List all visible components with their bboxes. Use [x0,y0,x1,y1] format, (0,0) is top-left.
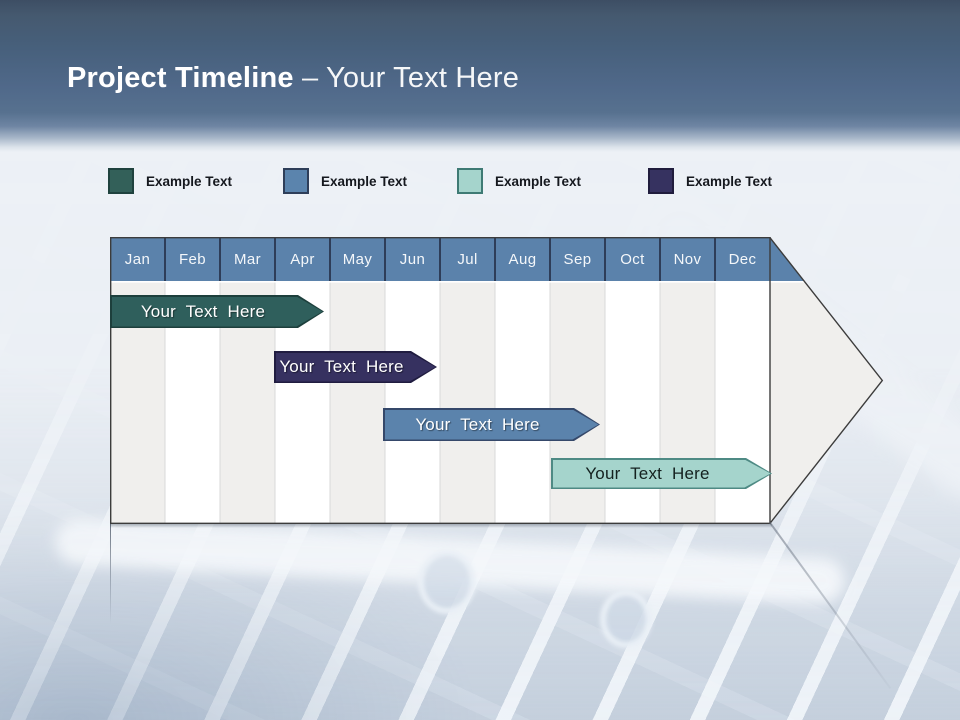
timeline-bar-3: Your Text Here [383,408,600,441]
legend-swatch-light-teal [457,168,483,194]
table-left-edge-reflection [110,524,111,624]
title-rest-part: – Your Text Here [301,62,520,94]
month-cell: Jun [399,250,426,268]
legend-swatch-teal [108,168,134,194]
bar-label: Your Text Here [279,357,404,376]
timeline-bar-2: Your Text Here [274,351,437,383]
legend-item: Example Text [108,166,232,196]
legend: Example Text Example Text Example Text E… [0,166,960,196]
legend-label: Example Text [686,173,773,189]
legend-item: Example Text [283,166,407,196]
legend-label: Example Text [146,173,233,189]
title-band: Project Timeline – Your Text Here [0,0,960,152]
legend-swatch-steel-blue [283,168,309,194]
bar-fill [385,410,599,440]
month-cell: Jul [457,250,478,268]
month-cell: Nov [673,250,702,268]
month-cell: Sep [563,250,592,268]
legend-item: Example Text [457,166,581,196]
month-cell: Dec [728,250,757,268]
month-cell: Jan [124,250,151,268]
legend-label: Example Text [495,173,582,189]
legend-label: Example Text [321,173,408,189]
bar-label: Your Text Here [585,463,710,483]
table-bottom-shadow [110,524,772,528]
month-header-row: Jan Feb Mar Apr May Jun Jul Aug Sep Oct … [110,237,770,281]
bar-fill [112,297,323,327]
month-cell: Aug [508,250,537,268]
month-cell: Feb [178,250,207,268]
month-cell: Apr [290,250,315,268]
bar-fill [276,353,436,382]
month-cell: May [342,250,373,268]
month-cell: Oct [620,250,645,268]
timeline-bar-1: Your Text Here [110,295,324,328]
page-title: Project Timeline – Your Text Here [67,60,519,96]
airplane-engine [418,550,476,614]
bar-fill [553,460,771,488]
timeline-bar-4: Your Text Here [551,458,772,489]
bar-label: Your Text Here [140,301,266,321]
legend-item: Example Text [648,166,772,196]
title-bold-part: Project Timeline [67,62,294,94]
airplane-engine [600,590,652,648]
month-cell: Mar [233,250,262,268]
legend-swatch-navy [648,168,674,194]
bar-label: Your Text Here [415,414,540,434]
